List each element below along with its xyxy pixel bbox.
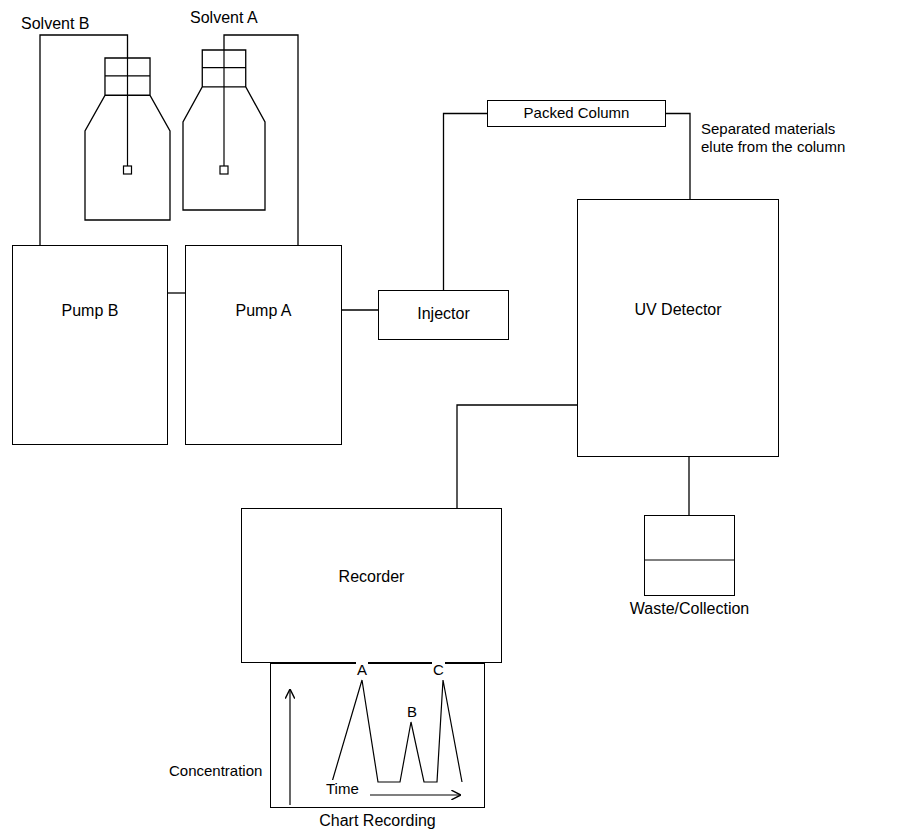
node-label: Chart Recording	[317, 811, 438, 830]
node-label: Injector	[379, 304, 508, 323]
peak-label: C	[432, 661, 445, 679]
node-label: Waste/Collection	[628, 599, 751, 618]
axis-label: Concentration	[168, 762, 263, 780]
tubing-line	[444, 114, 488, 291]
pump-box: Pump A	[185, 245, 342, 445]
bottle-outline	[85, 58, 170, 220]
node-label: Recorder	[242, 567, 501, 586]
axis-arrow	[289, 690, 290, 805]
bottle-outline	[183, 50, 265, 210]
tubing-line	[224, 35, 298, 245]
axis-arrow	[370, 794, 460, 795]
solvent-bottle: Solvent B	[85, 58, 170, 220]
axis-label: Time	[325, 780, 360, 798]
tubing-line	[342, 309, 378, 310]
tubing-line	[168, 292, 185, 293]
chart-box: Chart Recording	[270, 663, 485, 808]
peak-label: B	[406, 703, 418, 721]
tubing-line	[666, 114, 690, 200]
recorder-box: Recorder	[241, 508, 502, 663]
pump-box: Pump B	[12, 245, 168, 445]
node-label: Solvent B	[19, 14, 91, 33]
solvent-tube	[127, 58, 128, 166]
bottle-outline	[85, 58, 170, 220]
injector-box: Injector	[378, 290, 509, 340]
tubing-line	[40, 35, 128, 245]
note: Separated materials elute from the colum…	[700, 120, 867, 156]
node-label: Pump A	[186, 301, 341, 320]
peak-label: A	[356, 661, 368, 679]
node-label: UV Detector	[578, 300, 778, 319]
container-divider	[644, 559, 735, 560]
chromatogram-peaks	[332, 680, 462, 782]
inlet-filter	[220, 166, 228, 174]
inlet-filter	[124, 166, 132, 174]
node-label: Pump B	[13, 301, 167, 320]
tubing-line	[688, 457, 689, 515]
detector-box: UV Detector	[577, 199, 779, 457]
waste-container: Waste/Collection	[644, 515, 735, 596]
node-label: Packed Column	[488, 104, 665, 122]
bottle-outline	[183, 50, 265, 210]
node-label: Solvent A	[188, 8, 260, 27]
column-box: Packed Column	[487, 100, 666, 127]
tubing-line	[457, 405, 577, 508]
solvent-bottle: Solvent A	[183, 50, 265, 210]
